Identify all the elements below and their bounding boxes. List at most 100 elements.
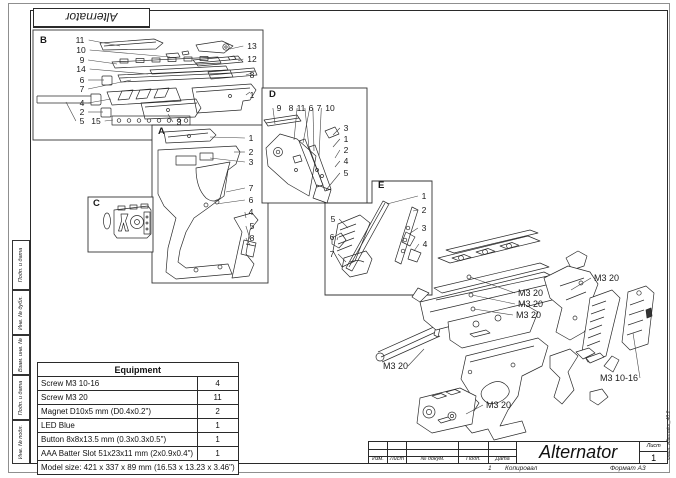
callout-label: 5 xyxy=(80,116,85,126)
callout-label: 10 xyxy=(325,103,335,113)
callout-label: 7 xyxy=(330,249,335,259)
callout-label: 12 xyxy=(247,54,257,64)
leader-line xyxy=(413,243,420,252)
equipment-qty: 2 xyxy=(196,404,239,419)
callout-label: 7 xyxy=(80,84,85,94)
view-a-parts xyxy=(157,128,259,280)
leader-line xyxy=(338,218,349,229)
side-stamp-text: Инв. № дубл. xyxy=(18,295,24,330)
callout-label: 5 xyxy=(250,221,255,231)
callout-label: 7 xyxy=(249,183,254,193)
view-label-c: C xyxy=(93,198,100,209)
leader-line xyxy=(304,107,310,149)
leader-line xyxy=(89,68,149,75)
callout-label: 6 xyxy=(80,75,85,85)
side-stamp-text: Взам. инв. № xyxy=(18,337,24,373)
detail-box-b xyxy=(32,29,264,141)
leader-line xyxy=(332,138,341,148)
leader-line xyxy=(209,136,245,139)
callout-label: 6 xyxy=(249,195,254,205)
view-e-parts xyxy=(331,200,422,278)
sheet-number: 1 xyxy=(651,453,657,463)
equipment-row: AAA Batter Slot 51x23x11 mm (2x0.9x0.4")… xyxy=(37,446,239,461)
callout-label: 8 xyxy=(289,103,294,113)
equipment-qty: 1 xyxy=(196,432,239,447)
callout-label: 4 xyxy=(344,156,349,166)
fastener-label: M3 20 xyxy=(383,361,408,371)
callout-label: 5 xyxy=(344,168,349,178)
fastener-label: M3 20 xyxy=(594,273,619,283)
copied-label: Копировал xyxy=(505,465,538,472)
equipment-header-row: Equipment xyxy=(37,362,239,377)
equipment-qty: 1 xyxy=(196,446,239,461)
side-stamp-text: Подп. и дата xyxy=(18,247,24,283)
fastener-label: M3 20 xyxy=(518,288,543,298)
view-label-b: B xyxy=(40,35,47,46)
leader-line xyxy=(334,149,341,159)
callout-label: 1 xyxy=(250,90,255,100)
leader-line xyxy=(65,101,77,122)
main-exploded-view xyxy=(375,229,655,441)
leader-line xyxy=(312,107,315,152)
callout-label: 1 xyxy=(249,133,254,143)
leader-line xyxy=(244,211,247,219)
callout-label: 9 xyxy=(277,103,282,113)
equipment-qty: 4 xyxy=(196,376,239,391)
leader-line xyxy=(167,113,174,123)
leader-line xyxy=(215,199,245,205)
callout-label: 1 xyxy=(422,191,427,201)
side-stamp-text: Инв. № подл. xyxy=(18,424,24,460)
callout-label: 14 xyxy=(76,64,86,74)
callout-label: 11 xyxy=(297,103,306,113)
equipment-qty: 11 xyxy=(196,390,239,405)
leader-line xyxy=(334,160,341,168)
callout-label: 4 xyxy=(249,207,254,217)
leader-line xyxy=(302,107,310,144)
leader-line xyxy=(245,237,251,246)
drawing-title: Alternator xyxy=(539,442,618,462)
leader-line xyxy=(325,172,341,191)
leader-line xyxy=(229,45,244,50)
callout-label: 8 xyxy=(250,70,255,80)
leader-line xyxy=(245,225,251,240)
side-stamp: Подп. и дата xyxy=(12,240,30,290)
leader-line xyxy=(473,308,514,316)
callout-label: 13 xyxy=(247,41,257,51)
leader-line xyxy=(386,195,418,205)
callout-label: 2 xyxy=(344,145,349,155)
equipment-name: Button 8x8x13.5 mm (0.3x0.3x0.5") xyxy=(37,432,198,447)
leader-line xyxy=(245,72,253,76)
leader-line xyxy=(88,59,118,65)
titleblock-column-label: Дата xyxy=(489,442,517,463)
side-stamp: Подп. и дата xyxy=(12,375,30,420)
title-block-row-line xyxy=(369,456,517,457)
titleblock-column-label: Изм. xyxy=(369,442,388,463)
leader-line xyxy=(336,236,339,241)
sheet-label: Лист xyxy=(640,442,667,452)
callout-label: 3 xyxy=(249,157,254,167)
leader-line xyxy=(412,209,418,212)
callout-label: 1 xyxy=(344,134,349,144)
callout-label: 5 xyxy=(331,214,336,224)
leader-line xyxy=(469,276,516,294)
format-label: Формат А3 xyxy=(610,465,646,472)
callout-label: 2 xyxy=(249,147,254,157)
view-label-a: A xyxy=(158,126,165,137)
model-size-text: Model size: 421 x 337 x 89 mm (16.53 x 1… xyxy=(37,460,239,475)
leader-line xyxy=(337,253,347,263)
callout-label: 6 xyxy=(330,232,335,242)
callout-label: 8 xyxy=(250,233,255,243)
leader-line xyxy=(272,107,276,125)
leader-line xyxy=(209,157,245,163)
equipment-row: Magnet D10x5 mm (D0.4x0.2")2 xyxy=(37,404,239,419)
detail-box-e xyxy=(324,180,433,296)
corner-title-text: Alternator xyxy=(65,10,118,24)
title-block-row-line xyxy=(369,449,517,450)
sheet-outer-border xyxy=(8,3,670,473)
callout-label: 3 xyxy=(177,117,182,127)
